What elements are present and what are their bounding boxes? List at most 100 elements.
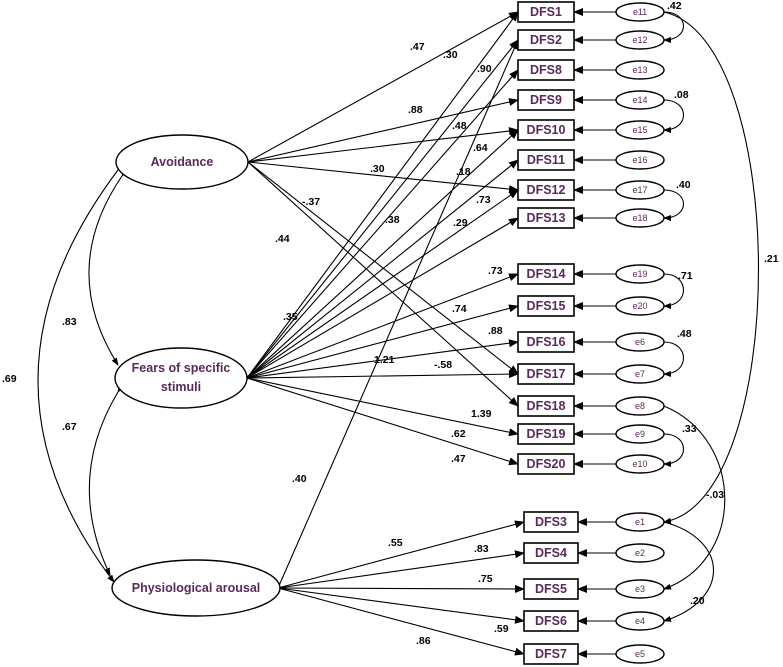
observed-dfs2: DFS2 — [517, 29, 575, 51]
error-corr-7: -.03 — [706, 489, 724, 501]
path-fears-dfs10 — [246, 129, 519, 379]
error-label: e6 — [635, 337, 645, 347]
path-fears-dfs2 — [246, 39, 519, 379]
observed-dfs16: DFS16 — [517, 331, 575, 353]
path-fears-dfs19 — [246, 377, 519, 437]
path-fears-dfs8 — [246, 69, 519, 379]
path-physio-dfs6 — [277, 587, 525, 624]
observed-dfs15: DFS15 — [517, 295, 575, 317]
error-e9: e9 — [615, 424, 665, 444]
error-corr-3: .71 — [678, 270, 693, 282]
latent-fears-of-specific-stimuli: Fears of specific stimuli — [114, 347, 248, 409]
path-avoidance-dfs9 — [247, 98, 519, 163]
path-fears-dfs15 — [246, 304, 519, 379]
loading-fears-1: .90 — [477, 63, 492, 75]
path-fears-dfs20 — [246, 377, 519, 466]
err-cov-e11-e12 — [656, 8, 684, 43]
path-fears-dfs1 — [246, 11, 519, 379]
latent-physiological-arousal: Physiological arousal — [111, 559, 281, 617]
loading-avoidance-3: .30 — [370, 163, 385, 175]
err-cov-e17-e18 — [656, 186, 684, 221]
path-fears-dfs11 — [246, 159, 519, 379]
path-fears-dfs13 — [246, 217, 519, 379]
error-e10: e10 — [615, 454, 665, 474]
loading-physio-3: .75 — [478, 573, 493, 585]
observed-label: DFS1 — [530, 5, 562, 19]
error-e2: e2 — [615, 543, 665, 563]
loading-avoidance-4: -.37 — [302, 196, 320, 208]
path-physio-dfs7 — [277, 587, 525, 656]
path-fears-dfs12 — [246, 189, 519, 379]
error-label: e4 — [635, 616, 645, 626]
observed-label: DFS8 — [530, 63, 562, 77]
error-label: e7 — [635, 369, 645, 379]
loading-fears-0: .30 — [443, 49, 458, 61]
loading-fears-10: .88 — [488, 325, 503, 337]
error-label: e20 — [632, 301, 647, 311]
observed-label: DFS16 — [527, 335, 566, 349]
observed-dfs4: DFS4 — [523, 542, 579, 564]
path-physio-dfs4 — [277, 550, 525, 589]
observed-label: DFS9 — [530, 93, 562, 107]
loading-physio-0: .40 — [292, 473, 307, 485]
loading-fears-9: .74 — [452, 303, 467, 315]
path-fears-dfs14 — [246, 273, 519, 379]
observed-dfs12: DFS12 — [517, 179, 575, 201]
error-label: e12 — [632, 35, 647, 45]
error-e17: e17 — [615, 180, 665, 200]
observed-label: DFS11 — [527, 153, 565, 167]
error-corr-1: .08 — [674, 89, 689, 101]
observed-label: DFS7 — [535, 647, 567, 661]
loading-physio-5: .86 — [416, 635, 431, 647]
err-cov-e8-e3 — [656, 400, 726, 590]
observed-label: DFS13 — [527, 211, 566, 225]
err-cov-e1-e4 — [656, 517, 714, 622]
observed-label: DFS14 — [527, 267, 566, 281]
error-e20: e20 — [615, 296, 665, 316]
latent-avoidance-label: Avoidance — [151, 155, 214, 169]
observed-label: DFS17 — [527, 367, 566, 381]
path-physio-dfs3 — [277, 520, 525, 589]
observed-label: DFS6 — [535, 614, 567, 628]
path-fears-dfs17 — [246, 370, 519, 379]
latent-fears-label-line1: Fears of specific — [132, 361, 231, 375]
path-avoidance-dfs1 — [247, 11, 519, 163]
observed-dfs14: DFS14 — [517, 263, 575, 285]
error-terms: e11e12e13e14e15e16e17e18e19e20e6e7e8e9e1… — [615, 2, 665, 664]
error-label: e14 — [632, 95, 647, 105]
loading-physio-1: .55 — [388, 537, 403, 549]
error-e13: e13 — [615, 60, 665, 80]
observed-indicators: DFS1DFS2DFS8DFS9DFS10DFS11DFS12DFS13DFS1… — [517, 1, 579, 665]
err-cov-e11-e1 — [656, 7, 759, 524]
err-cov-e9-e10 — [656, 430, 685, 467]
path-physio-dfs2 — [277, 39, 519, 589]
error-e1: e1 — [615, 512, 665, 532]
latent-corr-1: .67 — [62, 421, 77, 433]
error-e4: e4 — [615, 611, 665, 631]
path-physio-dfs5 — [277, 584, 525, 593]
error-corr-4: .48 — [677, 328, 692, 340]
error-corr-0: .42 — [667, 0, 682, 12]
observed-dfs18: DFS18 — [517, 395, 575, 417]
latent-corr-2: .69 — [2, 373, 17, 385]
loading-fears-3: .18 — [456, 166, 471, 178]
loading-avoidance-5: .44 — [275, 233, 290, 245]
observed-label: DFS10 — [527, 123, 566, 137]
loading-fears-11: 1.21 — [374, 354, 395, 366]
error-label: e13 — [632, 65, 647, 75]
error-corr-8: .20 — [690, 595, 705, 607]
latent-fears-label-line2: stimuli — [161, 380, 201, 394]
loading-avoidance-2: .48 — [452, 120, 467, 132]
error-e14: e14 — [615, 90, 665, 110]
observed-dfs7: DFS7 — [523, 643, 579, 665]
loading-fears-13: 1.39 — [471, 408, 492, 420]
error-label: e2 — [635, 548, 645, 558]
observed-label: DFS12 — [527, 183, 566, 197]
loading-avoidance-0: .47 — [410, 41, 425, 53]
error-label: e18 — [632, 213, 647, 223]
loading-physio-2: .83 — [474, 543, 489, 555]
observed-dfs3: DFS3 — [523, 511, 579, 533]
latent-corr-0: .83 — [62, 316, 77, 328]
loading-fears-14: .62 — [451, 428, 466, 440]
error-label: e9 — [635, 429, 645, 439]
